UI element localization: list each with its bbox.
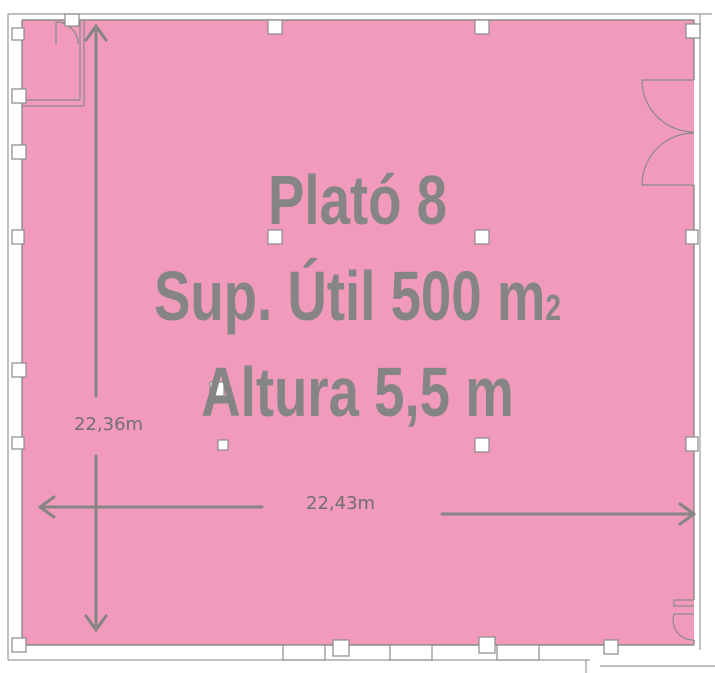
horizontal-dimension-label: 22,43m bbox=[306, 493, 376, 514]
height-label: Altura 5,5 m bbox=[201, 353, 514, 431]
surface-text: Sup. Útil 500 m bbox=[153, 257, 546, 335]
plato-title: Plató 8 bbox=[267, 161, 448, 239]
horizontal-dimension-arrow bbox=[38, 495, 696, 526]
vertical-dimension-arrow bbox=[84, 24, 108, 632]
floor-area bbox=[22, 20, 694, 645]
surface-unit-subscript: 2 bbox=[545, 287, 562, 328]
bottom-openings bbox=[282, 644, 540, 661]
dimension-arrows bbox=[38, 24, 696, 632]
columns bbox=[11, 13, 701, 657]
surface-label: Sup. Útil 500 m2 bbox=[79, 256, 637, 336]
double-door bbox=[641, 79, 695, 186]
vertical-dimension-label: 22,36m bbox=[74, 414, 144, 435]
inner-walls bbox=[21, 19, 695, 646]
corner-door bbox=[672, 599, 695, 641]
corner-room bbox=[22, 20, 85, 107]
